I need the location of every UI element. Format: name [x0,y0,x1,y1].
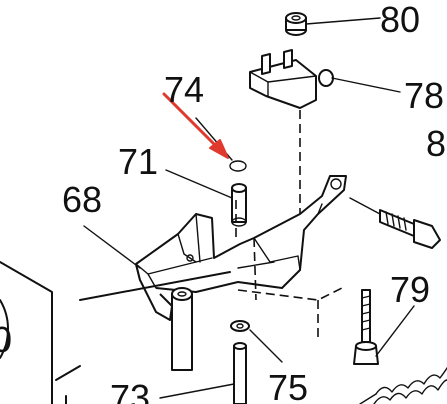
part-68-lever-bracket [83,175,347,321]
part-78-switch-block [249,49,401,220]
base-plate-outline [55,271,347,404]
spring [359,367,447,404]
label-71: 71 [118,141,158,182]
label-68: 68 [62,179,102,220]
part-71-pin [165,169,247,227]
housing-outline [0,261,53,404]
part-80-nut [285,12,381,36]
part-79-screw [353,289,415,365]
pointer-arrow [162,92,229,159]
label-78: 78 [404,75,444,116]
support-post [171,287,193,371]
label-8-partial: 8 [426,123,446,164]
part-75-washer [230,320,283,363]
label-79: 79 [390,269,430,310]
label-74: 74 [164,69,204,110]
part-bolt-right [349,197,441,249]
label-73: 73 [110,377,150,404]
part-73-rod [159,342,247,404]
label-80: 80 [380,0,420,40]
label-75: 75 [268,367,308,404]
label-0-partial: 0 [0,319,12,360]
